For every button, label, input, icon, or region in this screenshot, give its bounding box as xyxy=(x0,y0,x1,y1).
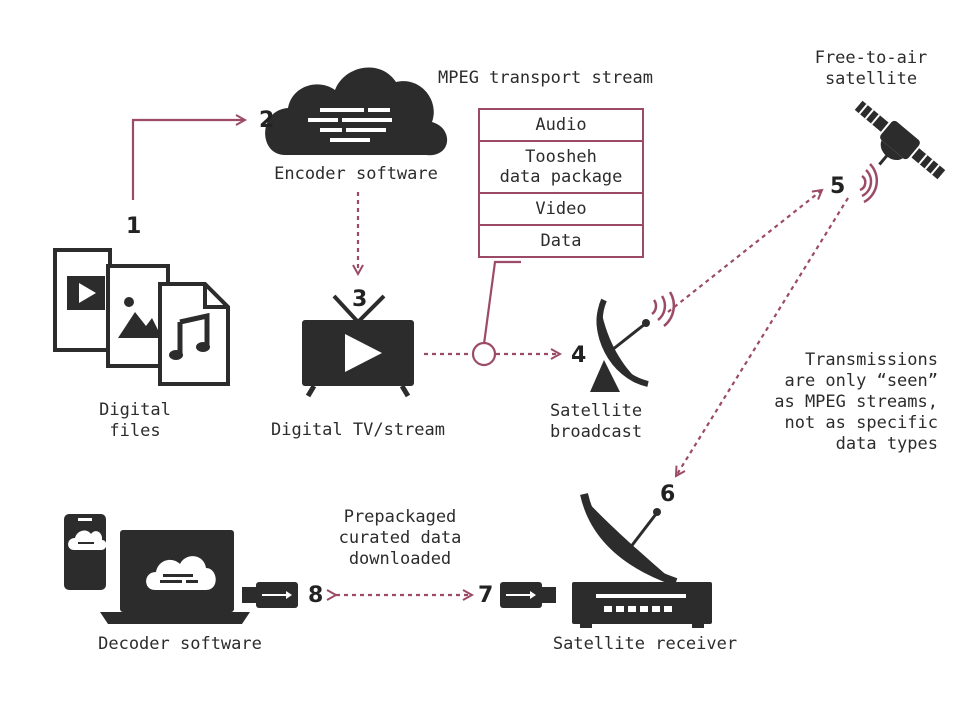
step-1-number: 1 xyxy=(126,214,142,239)
file-video-icon xyxy=(53,248,112,352)
usb-stick-icon xyxy=(500,582,556,608)
prepackaged-note: Prepackaged curated data downloaded xyxy=(338,507,462,569)
arrow-files-to-encoder xyxy=(131,120,245,200)
digital-tv-stream-label: Digital TV/stream xyxy=(271,420,445,440)
stream-callout-pointer xyxy=(482,260,521,345)
phone-icon xyxy=(64,514,107,590)
file-music-icon xyxy=(158,282,230,386)
step-4-number: 4 xyxy=(571,343,587,368)
free-to-air-satellite-label: Free-to-air satellite xyxy=(814,48,928,89)
stream-tap-circle xyxy=(471,341,497,367)
transmissions-note: Transmissions are only “seen” as MPEG st… xyxy=(774,350,938,454)
satellite-broadcast-label: Satellite broadcast xyxy=(549,401,643,442)
receiver-box-icon xyxy=(572,582,712,628)
step-5-number: 5 xyxy=(830,174,846,199)
digital-files-label: Digital files xyxy=(99,400,171,441)
step-8-number: 8 xyxy=(308,583,324,608)
encoder-software-label: Encoder software xyxy=(274,164,438,184)
step-3-number: 3 xyxy=(352,287,368,312)
satellite-receiver-label: Satellite receiver xyxy=(552,634,738,654)
usb-stick-icon xyxy=(242,582,298,608)
laptop-icon xyxy=(100,530,250,624)
receiver-dish-icon xyxy=(580,493,678,586)
tv-icon xyxy=(302,294,414,398)
arrow-satellite-to-receiver xyxy=(676,197,849,476)
step-6-number: 6 xyxy=(660,482,676,507)
cloud-encoder-icon xyxy=(265,67,448,156)
step-2-number: 2 xyxy=(259,108,275,133)
stream-row-audio: Audio xyxy=(480,110,642,142)
mpeg-stream-box: Audio Toosheh data package Video Data xyxy=(478,108,644,258)
stream-row-data: Data xyxy=(540,231,582,251)
satellite-icon xyxy=(854,100,946,180)
arrow-uplink-to-satellite xyxy=(667,190,822,313)
stream-row-toosheh: Toosheh data package xyxy=(480,142,642,194)
satellite-signal-icon xyxy=(859,163,879,204)
satellite-dish-icon xyxy=(590,291,676,392)
mpeg-stream-title: MPEG transport stream xyxy=(438,68,653,88)
step-7-number: 7 xyxy=(478,583,494,608)
stream-row-video: Video xyxy=(480,194,642,226)
decoder-software-label: Decoder software xyxy=(98,634,262,654)
